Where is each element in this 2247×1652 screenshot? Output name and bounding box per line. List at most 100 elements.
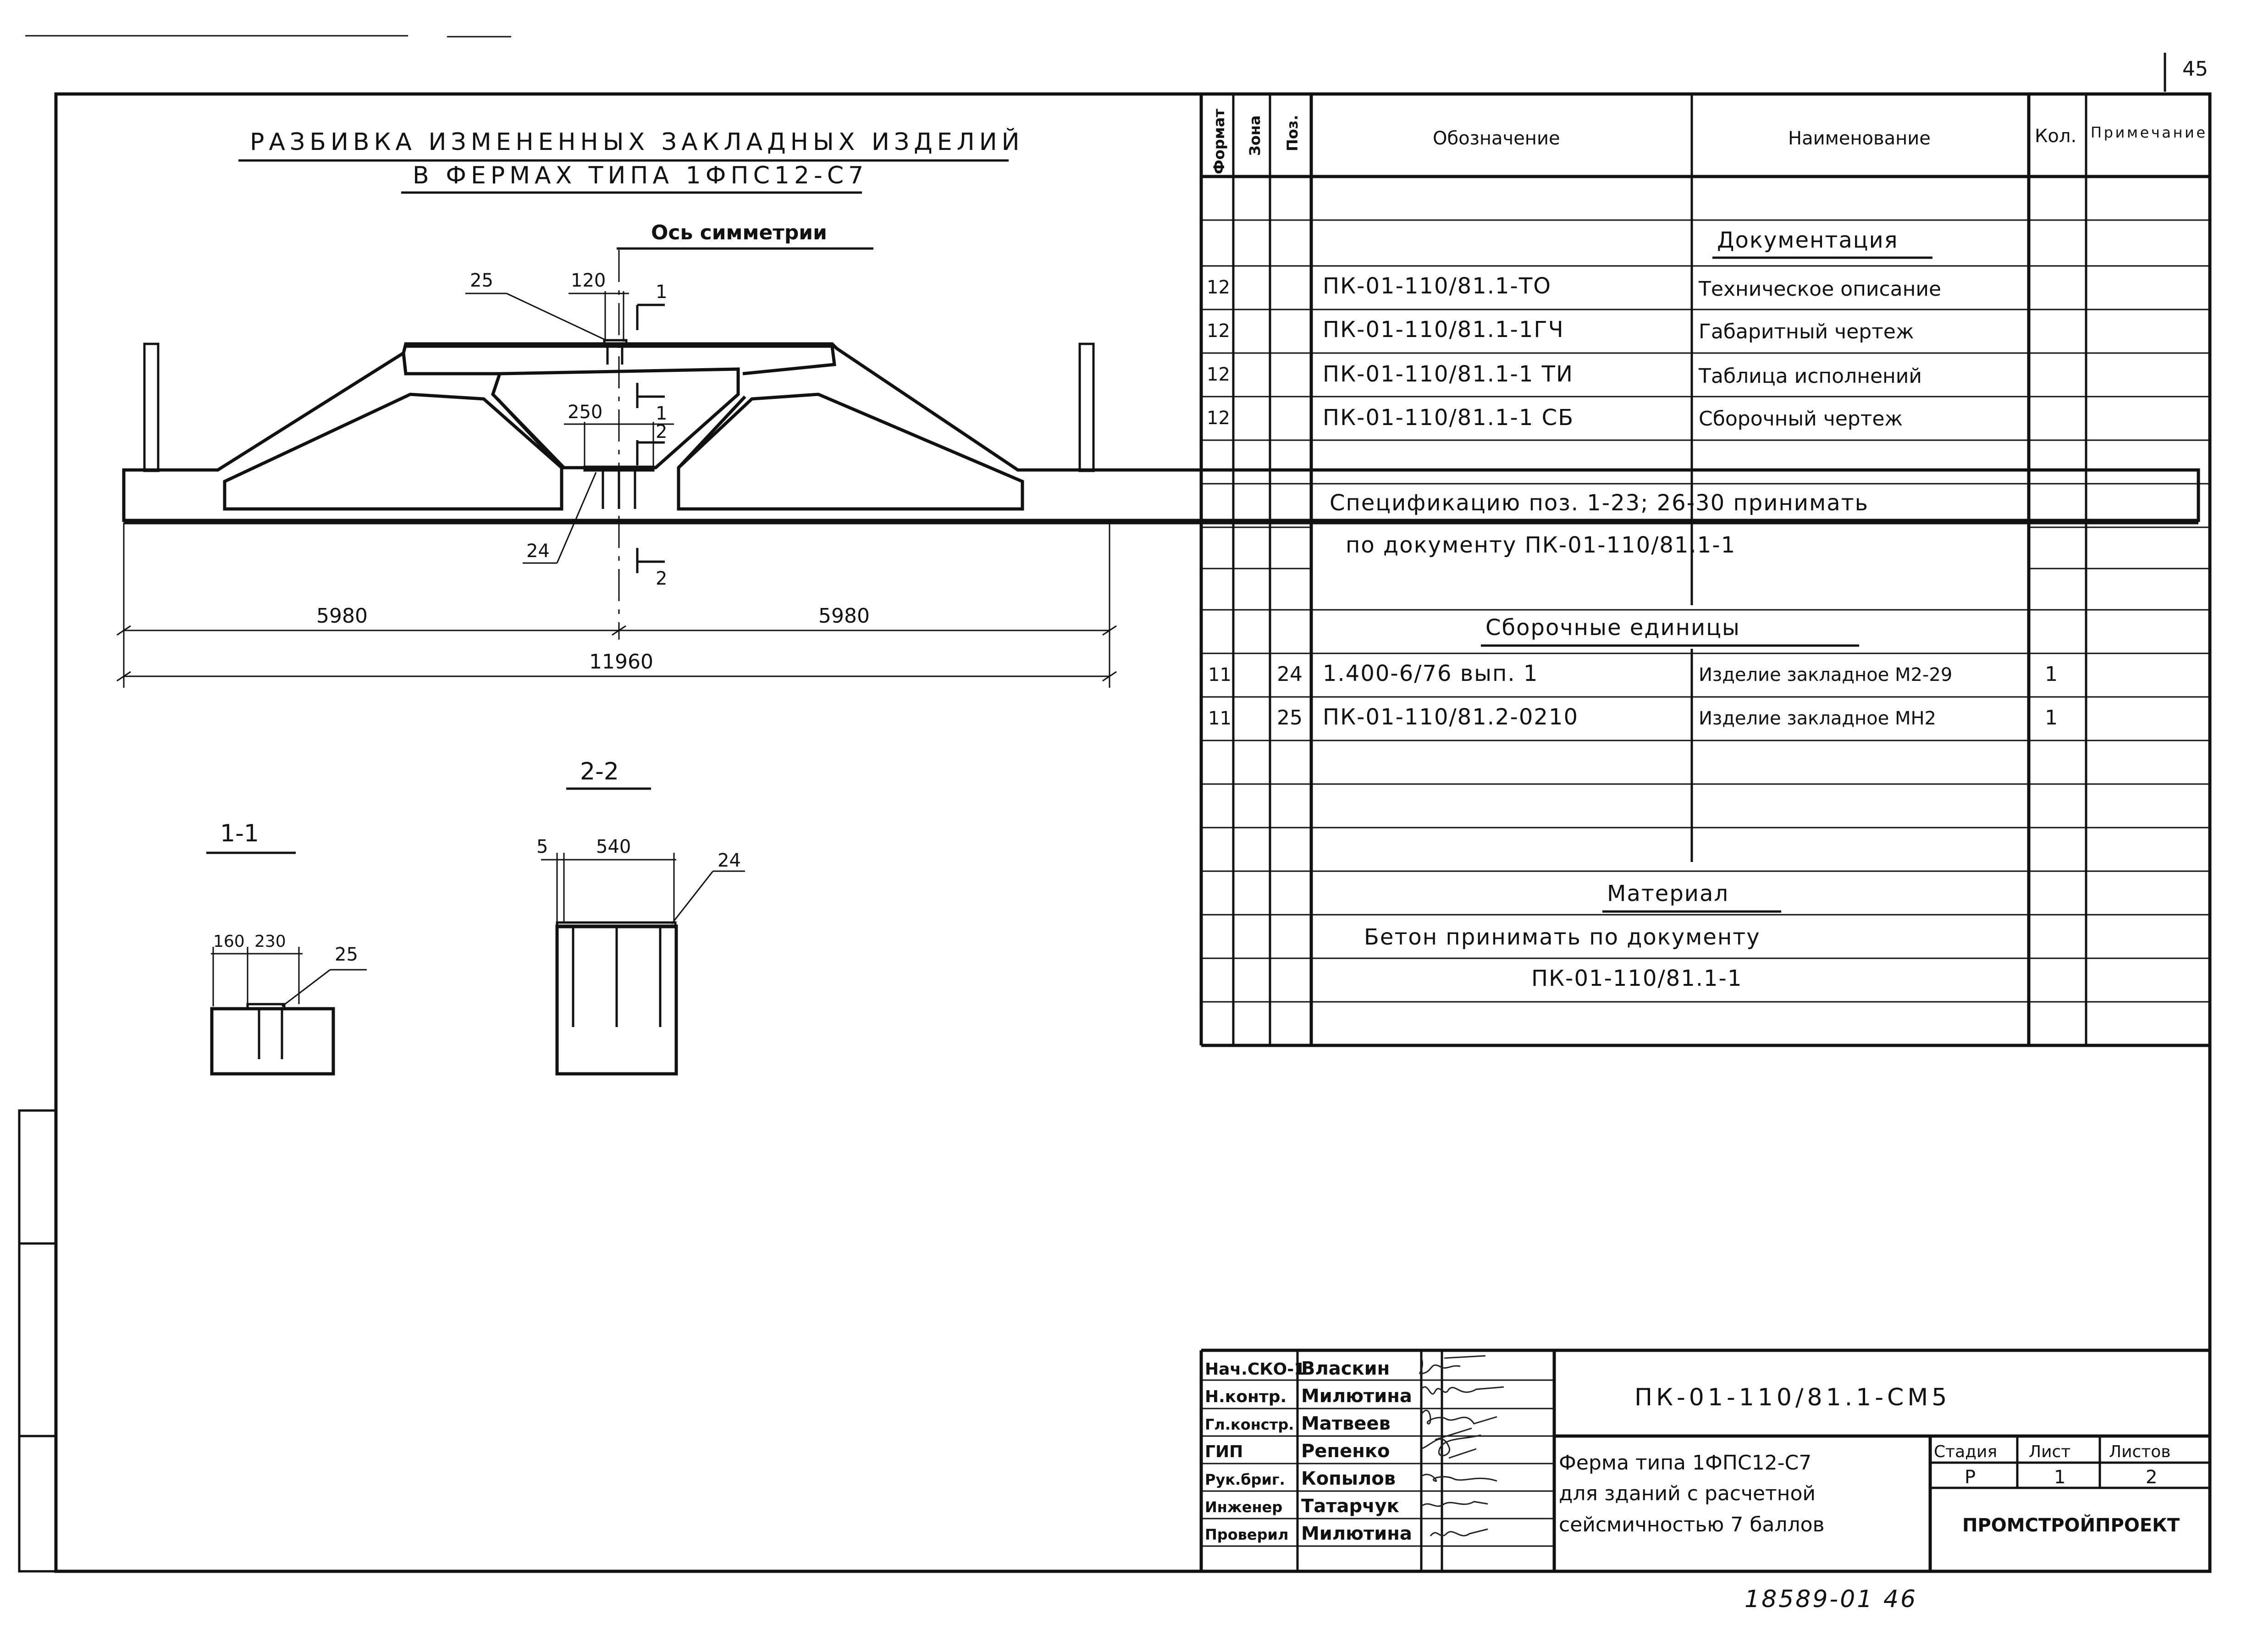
role-1: Нач.СКО-1 xyxy=(1205,1360,1305,1379)
doc2-designation: ПК-01-110/81.1-1ГЧ xyxy=(1323,317,1564,343)
hdr-name: Наименование xyxy=(1788,128,1931,149)
doc1-format: 12 xyxy=(1207,277,1230,298)
title-block: Нач.СКО-1 Власкин Н.контр. Милютина Гл.к… xyxy=(1199,1348,2210,1571)
dim-25: 25 xyxy=(470,270,493,291)
dim-left: 5980 xyxy=(316,604,368,628)
role-3-name: Матвеев xyxy=(1301,1413,1391,1434)
spec-note-1: Спецификацию поз. 1-23; 26-30 принимать xyxy=(1330,490,1869,516)
unit2-pos: 25 xyxy=(1277,706,1303,729)
section-view-1-1: 1-1 160 230 25 xyxy=(206,820,367,1076)
doc4-name: Сборочный чертеж xyxy=(1699,407,1903,431)
role-6-name: Татарчук xyxy=(1301,1496,1399,1517)
stamp-code: ПК-01-110/81.1-СМ5 xyxy=(1634,1384,1950,1411)
spec-note-2: по документу ПК-01-110/81.1-1 xyxy=(1346,532,1736,558)
specification-table: Формат Зона Поз. Обозначение Наименовани… xyxy=(1199,94,2210,1047)
stage-value: Р xyxy=(1965,1467,1976,1488)
main-drawing: РАЗБИВКА ИЗМЕНЕННЫХ ЗАКЛАДНЫХ ИЗДЕЛИЙ В … xyxy=(116,128,2200,1076)
material-2: ПК-01-110/81.1-1 xyxy=(1531,966,1742,991)
archive-number: 18589-01 46 xyxy=(1745,1586,1917,1613)
hdr-qty: Кол. xyxy=(2035,126,2076,147)
doc3-name: Таблица исполнений xyxy=(1698,365,1922,388)
svg-text:25: 25 xyxy=(335,944,358,965)
stage-label: Стадия xyxy=(1934,1442,1997,1461)
svg-text:24: 24 xyxy=(718,850,741,871)
unit2-qty: 1 xyxy=(2045,706,2058,729)
unit1-pos: 24 xyxy=(1277,663,1303,686)
svg-text:2: 2 xyxy=(656,568,667,589)
section-view-2-2: 2-2 5 540 24 xyxy=(536,758,745,1076)
truss-outline xyxy=(122,342,2200,525)
doc2-format: 12 xyxy=(1207,320,1230,342)
svg-text:230: 230 xyxy=(254,932,286,951)
embedded-item-24 xyxy=(583,465,655,509)
stamp-desc-3: сейсмичностью 7 баллов xyxy=(1559,1513,1824,1536)
unit2-format: 11 xyxy=(1208,708,1231,729)
svg-text:540: 540 xyxy=(596,836,631,857)
doc3-format: 12 xyxy=(1207,364,1230,385)
role-4-name: Репенко xyxy=(1301,1441,1390,1462)
doc1-name: Техническое описание xyxy=(1698,277,1941,301)
doc4-format: 12 xyxy=(1207,408,1230,429)
page-number: 45 xyxy=(2182,57,2208,81)
unit1-qty: 1 xyxy=(2045,663,2058,686)
mark-24: 24 xyxy=(526,541,550,562)
section-docs: Документация xyxy=(1717,227,1899,253)
doc1-designation: ПК-01-110/81.1-ТО xyxy=(1323,273,1551,299)
sheets-value: 2 xyxy=(2146,1467,2157,1488)
svg-text:5: 5 xyxy=(536,836,548,857)
embedded-item-25 xyxy=(603,339,628,365)
left-binding-strip xyxy=(18,1109,57,1573)
hdr-pos: Поз. xyxy=(1284,115,1301,151)
svg-text:2: 2 xyxy=(656,421,667,442)
role-2: Н.контр. xyxy=(1205,1387,1286,1406)
unit2-designation: ПК-01-110/81.2-0210 xyxy=(1323,704,1579,730)
svg-text:2-2: 2-2 xyxy=(580,758,619,785)
role-6: Инженер xyxy=(1205,1498,1282,1516)
sheets-label: Листов xyxy=(2109,1442,2170,1461)
hdr-zone: Зона xyxy=(1246,116,1264,156)
role-7: Проверил xyxy=(1205,1526,1288,1543)
role-3: Гл.констр. xyxy=(1205,1416,1294,1433)
drawing-title-1: РАЗБИВКА ИЗМЕНЕННЫХ ЗАКЛАДНЫХ ИЗДЕЛИЙ xyxy=(250,128,1024,156)
sheet-value: 1 xyxy=(2054,1467,2065,1488)
axis-label: Ось симметрии xyxy=(651,221,827,244)
unit1-designation: 1.400-6/76 вып. 1 xyxy=(1323,661,1538,686)
svg-text:1: 1 xyxy=(656,403,667,424)
section-cut-1: 1 1 xyxy=(636,282,667,424)
section-units: Сборочные единицы xyxy=(1485,615,1740,641)
svg-text:1-1: 1-1 xyxy=(220,820,259,847)
drawing-title-2: В ФЕРМАХ ТИПА 1ФПС12-С7 xyxy=(413,162,868,189)
hdr-note: Примечание xyxy=(2091,124,2205,141)
dimension-lines: 5980 5980 11960 xyxy=(116,523,1117,688)
role-7-name: Милютина xyxy=(1301,1523,1412,1544)
doc4-designation: ПК-01-110/81.1-1 СБ xyxy=(1323,405,1574,431)
unit1-format: 11 xyxy=(1208,664,1231,685)
role-2-name: Милютина xyxy=(1301,1386,1412,1407)
hdr-designation: Обозначение xyxy=(1433,128,1560,149)
stamp-desc-2: для зданий с расчетной xyxy=(1559,1482,1816,1505)
stamp-desc-1: Ферма типа 1ФПС12-С7 xyxy=(1559,1451,1811,1475)
sheet-label: Лист xyxy=(2029,1442,2070,1461)
dim-right: 5980 xyxy=(818,604,870,628)
doc2-name: Габаритный чертеж xyxy=(1699,320,1914,343)
unit2-name: Изделие закладное МН2 xyxy=(1699,708,1936,729)
material-1: Бетон принимать по документу xyxy=(1364,924,1761,950)
dim-total: 11960 xyxy=(589,650,653,674)
svg-text:1: 1 xyxy=(656,282,667,303)
drawing-frame xyxy=(54,92,2212,1573)
doc3-designation: ПК-01-110/81.1-1 ТИ xyxy=(1323,361,1573,387)
role-1-name: Власкин xyxy=(1301,1358,1390,1379)
hdr-format: Формат xyxy=(1210,109,1228,174)
section-material: Материал xyxy=(1607,881,1729,906)
role-5: Рук.бриг. xyxy=(1205,1471,1285,1488)
role-4: ГИП xyxy=(1205,1442,1243,1461)
dim-250: 250 xyxy=(568,402,602,423)
role-5-name: Копылов xyxy=(1301,1468,1396,1489)
unit1-name: Изделие закладное М2-29 xyxy=(1699,664,1952,685)
svg-text:160: 160 xyxy=(213,932,245,951)
section-cut-2: 2 2 xyxy=(636,421,667,589)
signatures xyxy=(1419,1355,1504,1536)
organization: ПРОМСТРОЙПРОЕКТ xyxy=(1962,1514,2180,1536)
dim-120: 120 xyxy=(571,270,606,291)
